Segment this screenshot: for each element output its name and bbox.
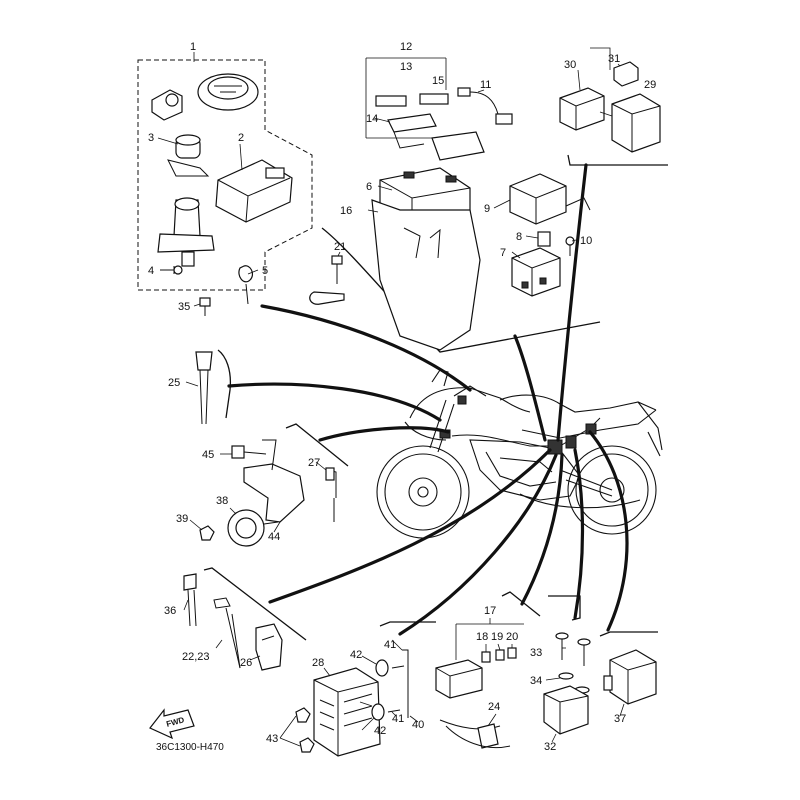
callout-6: 6 xyxy=(366,181,372,193)
bolt-35 xyxy=(199,297,211,316)
callout-25: 25 xyxy=(168,377,180,389)
callout-34: 34 xyxy=(530,675,542,687)
battery-relay-group xyxy=(321,57,601,353)
callout-42-upper: 42 xyxy=(350,649,362,661)
main-switch-lock-set xyxy=(137,59,313,291)
callout-14: 14 xyxy=(366,113,378,125)
callout-29: 29 xyxy=(644,79,656,91)
callout-3: 3 xyxy=(148,132,154,144)
callout-41-upper: 41 xyxy=(384,639,396,651)
callout-19: 19 xyxy=(491,631,503,643)
callout-20: 20 xyxy=(506,631,518,643)
callout-36: 36 xyxy=(164,605,176,617)
callout-21: 21 xyxy=(334,241,346,253)
callout-13: 13 xyxy=(400,61,412,73)
callout-8: 8 xyxy=(516,231,522,243)
callout-22-23: 22,23 xyxy=(182,651,210,663)
bolt-washer-group xyxy=(543,595,591,735)
callout-26: 26 xyxy=(240,657,252,669)
callout-17: 17 xyxy=(484,605,496,617)
relay-unit-37 xyxy=(599,631,658,705)
leader-cables xyxy=(227,163,629,636)
callout-4: 4 xyxy=(148,265,154,277)
callout-38: 38 xyxy=(216,495,228,507)
callout-32: 32 xyxy=(544,741,556,753)
cable-tie-25 xyxy=(195,349,232,425)
callout-44: 44 xyxy=(268,531,280,543)
drawing-code: 36C1300-H470 xyxy=(156,742,224,753)
callout-45: 45 xyxy=(202,449,214,461)
callout-33: 33 xyxy=(530,647,542,659)
callout-16: 16 xyxy=(340,205,352,217)
top-right-units xyxy=(559,47,668,166)
clamp-group xyxy=(183,567,307,671)
callout-15: 15 xyxy=(432,75,444,87)
callout-31: 31 xyxy=(608,53,620,65)
callout-7: 7 xyxy=(500,247,506,259)
callout-12: 12 xyxy=(400,41,412,53)
callout-leader-lines xyxy=(157,52,625,747)
callout-39: 39 xyxy=(176,513,188,525)
key xyxy=(238,265,254,305)
callout-35: 35 xyxy=(178,301,190,313)
callout-11: 11 xyxy=(480,79,491,91)
callout-37: 37 xyxy=(614,713,626,725)
horn-group xyxy=(199,423,349,547)
motorcycle-outline xyxy=(376,369,663,539)
callout-24: 24 xyxy=(488,701,500,713)
rectifier-regulator-group xyxy=(295,621,436,757)
callout-30: 30 xyxy=(564,59,576,71)
callout-10: 10 xyxy=(580,235,592,247)
callout-42-lower: 42 xyxy=(374,725,386,737)
callout-40: 40 xyxy=(412,719,424,731)
callout-9: 9 xyxy=(484,203,490,215)
callout-2: 2 xyxy=(238,132,244,144)
callout-1: 1 xyxy=(190,41,196,53)
callout-5: 5 xyxy=(262,265,268,277)
callout-27: 27 xyxy=(308,457,320,469)
forward-direction-arrow: FWD xyxy=(149,708,195,740)
callout-numbers: 1 2 3 4 5 6 7 8 9 10 11 12 13 14 15 16 1… xyxy=(148,41,656,753)
ground-bolt-21 xyxy=(309,255,345,305)
callout-18: 18 xyxy=(476,631,488,643)
callout-28: 28 xyxy=(312,657,324,669)
callout-41-lower: 41 xyxy=(392,713,404,725)
callout-43: 43 xyxy=(266,733,278,745)
